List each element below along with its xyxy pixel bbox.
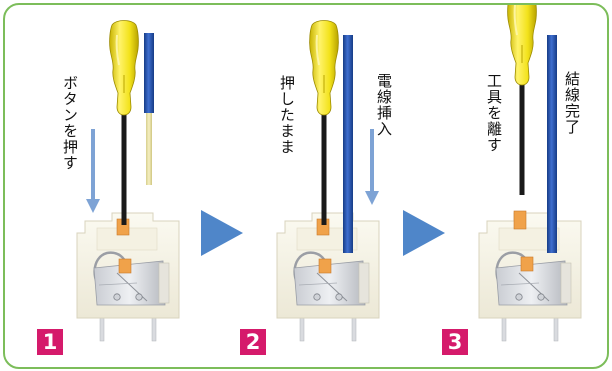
screwdriver-icon [308, 19, 340, 226]
step-number-badge: 2 [240, 329, 266, 355]
terminal-block-icon [275, 211, 381, 343]
terminal-block-icon [75, 211, 181, 343]
step-1-illustration [75, 19, 181, 343]
step-2-instruction: 押したまま [278, 75, 296, 155]
press-direction-arrow-icon [365, 129, 379, 205]
step-2-illustration [275, 19, 381, 343]
step-3-illustration [477, 5, 583, 343]
next-step-arrow-icon [403, 210, 445, 256]
diagram-canvas [75, 5, 583, 343]
step-number-badge: 1 [37, 329, 63, 355]
step-2-instruction-secondary: 電線挿入 [375, 73, 393, 137]
wire-icon [144, 33, 154, 185]
wire-icon [547, 35, 557, 253]
screwdriver-icon [506, 5, 538, 196]
terminal-block-icon [477, 210, 583, 343]
step-3-instruction-secondary: 結線完了 [563, 71, 581, 135]
press-direction-arrow-icon [86, 129, 100, 213]
step-number-badge: 3 [442, 329, 468, 355]
step-3-instruction: 工具を離す [485, 73, 503, 153]
next-step-arrow-icon [201, 210, 243, 256]
screwdriver-icon [108, 19, 140, 226]
release-button-released [513, 210, 527, 230]
diagram-frame: ボタンを押す 押したまま 電線挿入 工具を離す 結線完了 1 2 3 [3, 3, 609, 369]
wire-icon [343, 35, 353, 253]
step-1-instruction: ボタンを押す [61, 75, 79, 171]
